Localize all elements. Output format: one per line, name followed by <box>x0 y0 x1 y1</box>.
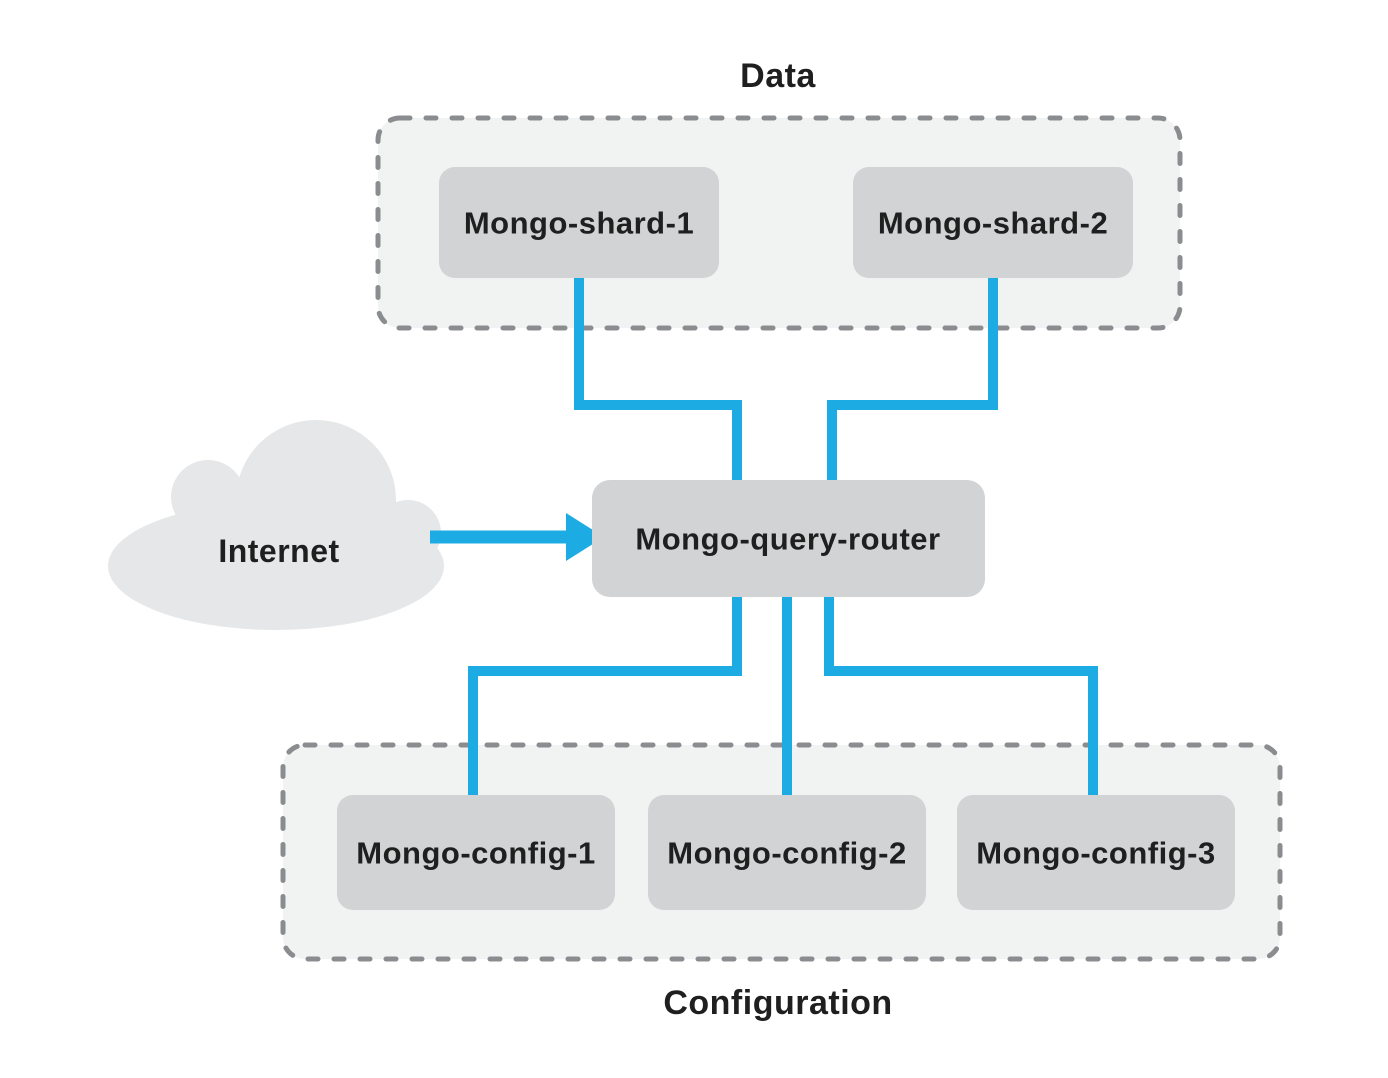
node-mongo-config-1 <box>337 795 615 910</box>
edge-router-config3 <box>824 590 1098 800</box>
node-mongo-shard-2-label: Mongo-shard-2 <box>878 206 1108 241</box>
node-mongo-config-3-label: Mongo-config-3 <box>976 836 1215 871</box>
node-mongo-config-2 <box>648 795 926 910</box>
node-mongo-shard-1-label: Mongo-shard-1 <box>464 206 694 241</box>
internet-label: Internet <box>218 533 339 569</box>
edge-router-config1 <box>468 590 742 800</box>
edge-shard2-router <box>827 270 998 486</box>
node-mongo-query-router <box>592 480 985 597</box>
edge-shard1-router <box>574 270 742 486</box>
internet-cloud-icon <box>108 420 444 630</box>
node-mongo-shard-2 <box>853 167 1133 278</box>
node-mongo-shard-1 <box>439 167 719 278</box>
node-mongo-config-1-label: Mongo-config-1 <box>356 836 595 871</box>
node-mongo-query-router-label: Mongo-query-router <box>635 522 940 557</box>
internet-arrow-icon <box>430 513 604 561</box>
data-group-label: Data <box>740 57 816 95</box>
node-mongo-config-3 <box>957 795 1235 910</box>
node-mongo-config-2-label: Mongo-config-2 <box>667 836 906 871</box>
config-group-label: Configuration <box>663 984 892 1022</box>
